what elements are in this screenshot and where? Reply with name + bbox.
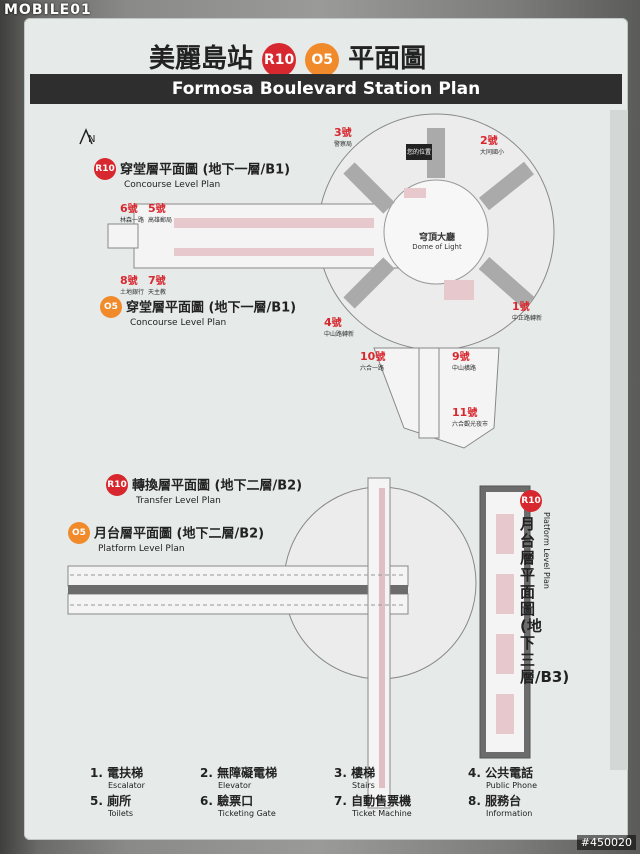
- concourse-plan: [107, 113, 555, 449]
- north-arrow-icon: N: [79, 128, 95, 145]
- vertical-plan-label: R10 月台層平面圖(地下三層/B3) Platform Level Plan: [520, 490, 569, 686]
- exit-3: 3號警察局: [334, 126, 353, 148]
- dome-en: Dome of Light: [412, 243, 462, 251]
- dome-zh: 穹頂大廳: [418, 233, 455, 243]
- title-en-bar: Formosa Boulevard Station Plan: [30, 74, 622, 104]
- b3-platform-plan: [479, 485, 531, 759]
- exit-6: 6號林森一路: [120, 202, 145, 224]
- exit-1: 1號中正路轉新: [512, 300, 543, 322]
- exit-7: 7號天主教: [148, 274, 167, 296]
- you-are-here-marker: [406, 144, 432, 160]
- transfer-platform-plan: [67, 477, 477, 809]
- right-adjacent-panel: [610, 110, 628, 770]
- station-map: N: [67, 113, 555, 809]
- exit-10: 10號六合一路: [360, 350, 386, 372]
- station-sign: 美麗島站 R10 O5 平面圖 Formosa Boulevard Statio…: [24, 18, 628, 840]
- exit-4: 4號中山路轉新: [324, 316, 355, 338]
- title-zh-after: 平面圖: [348, 44, 427, 74]
- exit-11: 11號六合觀光夜市: [452, 406, 489, 428]
- watermark-brand: MOBILE01: [4, 2, 92, 18]
- watermark-id: #450020: [576, 835, 636, 850]
- north-label: N: [88, 134, 95, 145]
- exit-9: 9號中山橫路: [452, 350, 477, 372]
- you-are-here-label: 您的位置: [406, 149, 431, 156]
- exit-2: 2號大同國小: [480, 134, 505, 156]
- exit-5: 5號高雄郵局: [148, 202, 173, 224]
- exit-8: 8號土地銀行: [120, 274, 145, 296]
- r10-badge: R10: [262, 42, 297, 77]
- dome-label: 穹頂大廳 Dome of Light: [412, 230, 462, 251]
- o5-badge: O5: [305, 42, 340, 77]
- page-title: 美麗島站 R10 O5 平面圖: [149, 38, 426, 77]
- title-zh-before: 美麗島站: [149, 44, 254, 74]
